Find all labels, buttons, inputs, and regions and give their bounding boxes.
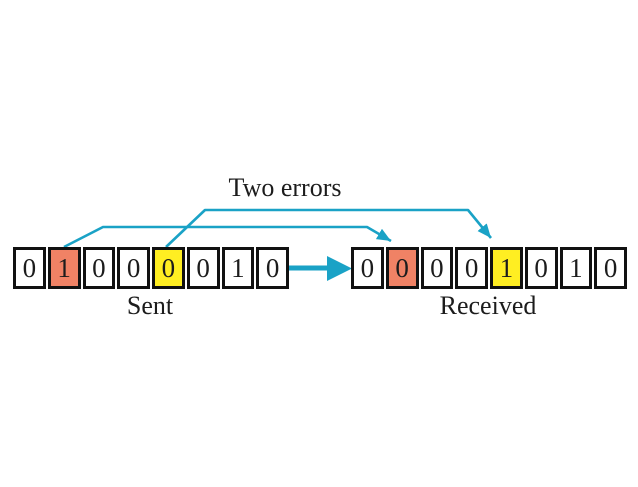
sent-bit-4: 0: [152, 247, 185, 289]
received-bit-row: 0 0 0 0 1 0 1 0: [351, 247, 627, 289]
received-bit-5: 0: [524, 247, 558, 289]
sent-bit-6: 1: [221, 247, 255, 289]
error-arrow-bit1: [63, 225, 392, 249]
sent-row-label: Sent: [126, 291, 174, 320]
sent-bit-row: 0 1 0 0 0 0 1 0: [13, 247, 289, 289]
two-errors-label: Two errors: [228, 173, 342, 202]
received-bit-6: 1: [559, 247, 593, 289]
sent-bit-2: 0: [82, 247, 116, 289]
sent-bit-5: 0: [186, 247, 220, 289]
received-bit-2: 0: [420, 247, 454, 289]
received-bit-0: 0: [351, 247, 384, 289]
transmission-arrow: [289, 256, 352, 281]
error-arrow-bit4: [165, 208, 493, 248]
sent-bit-1: 1: [47, 247, 81, 289]
received-bit-3: 0: [455, 247, 488, 289]
received-row-label: Received: [439, 291, 537, 320]
sent-bit-0: 0: [13, 247, 46, 289]
sent-bit-3: 0: [117, 247, 150, 289]
received-bit-7: 0: [594, 247, 627, 289]
sent-bit-7: 0: [256, 247, 289, 289]
received-bit-4: 1: [490, 247, 523, 289]
received-bit-1: 0: [385, 247, 419, 289]
